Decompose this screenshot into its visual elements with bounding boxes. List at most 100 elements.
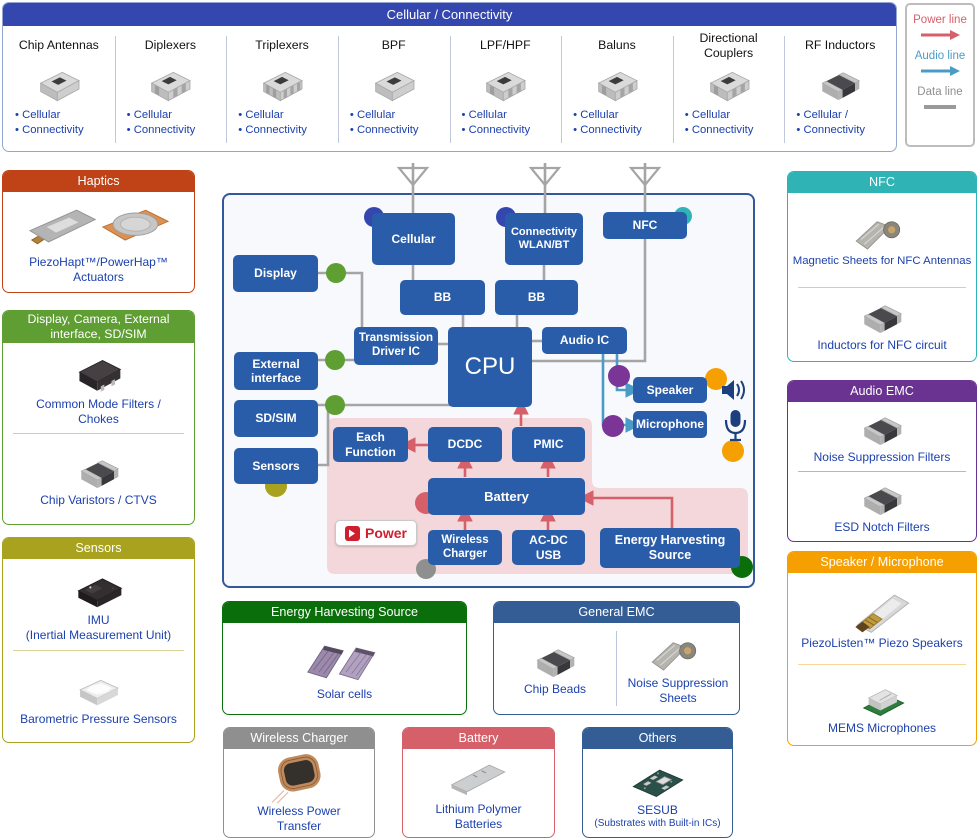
product-mems-microphones[interactable]: MEMS Microphones [788,665,976,745]
product-baluns[interactable]: Baluns Cellular Connectivity [561,26,673,151]
esd-filter-icon[interactable] [853,478,911,520]
product-sublabel[interactable]: (Substrates with Built-in ICs) [594,817,721,829]
noise-filter-icon[interactable] [853,408,911,450]
wireless-coil-icon[interactable] [264,752,334,804]
product-bpf[interactable]: BPF Cellular Connectivity [337,26,450,151]
directional-couplers-icon[interactable] [699,60,759,107]
product-solar-cells[interactable]: Solar cells [223,623,466,714]
piezo-actuators-icon[interactable] [24,199,174,255]
product-piezo-actuators[interactable]: PiezoHapt™/PowerHap™ Actuators [3,192,194,292]
product-label[interactable]: Chip Beads [523,682,587,697]
link-cellular[interactable]: Cellular / [796,108,865,123]
link-cellular[interactable]: Cellular [15,108,84,123]
product-label[interactable]: PiezoHapt™/PowerHap™ Actuators [29,255,168,284]
link-connectivity[interactable]: Connectivity [238,123,307,138]
product-diplexers[interactable]: Diplexers Cellular Connectivity [114,26,227,151]
product-noise-suppression-filters[interactable]: Noise Suppression Filters [788,402,976,471]
block-microphone: Microphone [633,411,707,438]
common-mode-filter-icon[interactable] [67,349,131,397]
product-chip-varistors[interactable]: Chip Varistors / CTVS [3,434,194,524]
power-indicator: Power [335,520,417,546]
product-rf-inductors[interactable]: RF Inductors Cellular / Connectivity [784,26,896,151]
chip-varistor-icon[interactable] [70,451,128,493]
block-energy-harvesting-source: Energy Harvesting Source [600,528,740,568]
power-indicator-label: Power [364,525,407,541]
product-label[interactable]: PiezoListen™ Piezo Speakers [801,636,963,651]
product-esd-notch-filters[interactable]: ESD Notch Filters [788,472,976,541]
product-label[interactable]: Magnetic Sheets for NFC Antennas [792,254,972,267]
section-divider [616,631,617,706]
link-cellular[interactable]: Cellular [573,108,642,123]
product-lpf-hpf[interactable]: LPF/HPF Cellular Connectivity [449,26,562,151]
rf-inductors-icon[interactable] [811,60,869,107]
product-label[interactable]: Solar cells [316,687,373,702]
product-piezolisten[interactable]: PiezoListen™ Piezo Speakers [788,573,976,664]
block-bb-connectivity: BB [495,280,578,315]
product-barometric-sensors[interactable]: Barometric Pressure Sensors [3,651,194,742]
link-cellular[interactable]: Cellular [350,108,419,123]
product-chip-beads[interactable]: Chip Beads [494,623,616,714]
product-label[interactable]: Lithium Polymer Batteries [435,802,522,831]
battery-header: Battery [403,728,554,749]
legend-data-label: Data line [917,86,963,98]
link-connectivity[interactable]: Connectivity [350,123,419,138]
diplexers-icon[interactable] [140,60,200,107]
link-connectivity[interactable]: Connectivity [685,123,754,138]
power-line-arrow-icon [921,30,960,40]
noise-sheet-icon[interactable] [649,632,707,676]
link-cellular[interactable]: Cellular [462,108,531,123]
sesub-icon[interactable] [625,756,691,804]
product-chip-antennas[interactable]: Chip Antennas Cellular Connectivity [3,26,115,151]
piezo-speaker-icon[interactable] [850,586,914,636]
link-cellular[interactable]: Cellular [238,108,307,123]
product-common-mode-filters[interactable]: Common Mode Filters / Chokes [3,343,194,433]
product-label[interactable]: ESD Notch Filters [834,520,930,535]
product-imu[interactable]: IMU (Inertial Measurement Unit) [3,559,194,650]
bpf-icon[interactable] [364,60,424,107]
product-label[interactable]: Common Mode Filters / Chokes [36,397,161,426]
product-label[interactable]: Wireless Power Transfer [257,804,341,833]
product-triplexers[interactable]: Triplexers Cellular Connectivity [226,26,338,151]
product-wireless-power-transfer[interactable]: Wireless Power Transfer [224,749,374,837]
product-nfc-inductors[interactable]: Inductors for NFC circuit [788,288,976,361]
link-cellular[interactable]: Cellular [127,108,196,123]
pressure-sensor-icon[interactable] [68,666,130,712]
product-label[interactable]: SESUB [637,803,678,818]
baluns-icon[interactable] [587,60,647,107]
imu-chip-icon[interactable] [68,567,130,613]
product-noise-suppression-sheets[interactable]: Noise Suppression Sheets [617,623,739,714]
nfc-inductor-icon[interactable] [853,296,911,338]
solar-cells-icon[interactable] [302,635,388,687]
speaker-mic-header: Speaker / Microphone [788,552,976,573]
product-label[interactable]: Inductors for NFC circuit [817,338,947,353]
lpf-hpf-icon[interactable] [475,60,535,107]
product-label[interactable]: Noise Suppression Sheets [627,675,729,705]
product-label[interactable]: MEMS Microphones [827,720,937,735]
line-legend: Power line Audio line Data line [905,3,975,147]
battery-pouch-icon[interactable] [444,754,514,802]
haptics-header: Haptics [3,171,194,192]
magnetic-sheet-icon[interactable] [853,211,911,255]
triplexers-icon[interactable] [252,60,312,107]
product-label[interactable]: IMU (Inertial Measurement Unit) [25,612,172,642]
product-links: Cellular Connectivity [561,108,642,138]
chip-antennas-icon[interactable] [29,60,89,107]
link-connectivity[interactable]: Connectivity [573,123,642,138]
link-connectivity[interactable]: Connectivity [462,123,531,138]
mems-mic-icon[interactable] [852,675,912,721]
product-directional-couplers[interactable]: Directional Couplers Cellular Connectivi… [672,26,785,151]
section-divider [798,664,966,666]
display-camera-header: Display, Camera, External interface, SD/… [3,311,194,343]
link-cellular[interactable]: Cellular [685,108,754,123]
product-label[interactable]: Barometric Pressure Sensors [20,712,177,727]
product-magnetic-sheets[interactable]: Magnetic Sheets for NFC Antennas [788,193,976,287]
link-connectivity[interactable]: Connectivity [796,123,865,138]
product-sesub[interactable]: SESUB (Substrates with Built-in ICs) [583,749,732,837]
section-speaker-microphone: Speaker / Microphone PiezoListen™ Piezo … [787,551,977,746]
chip-bead-icon[interactable] [526,640,584,682]
link-connectivity[interactable]: Connectivity [15,123,84,138]
link-connectivity[interactable]: Connectivity [127,123,196,138]
product-label[interactable]: Chip Varistors / CTVS [40,492,157,507]
product-lithium-polymer[interactable]: Lithium Polymer Batteries [403,749,554,837]
product-label[interactable]: Noise Suppression Filters [813,450,951,465]
